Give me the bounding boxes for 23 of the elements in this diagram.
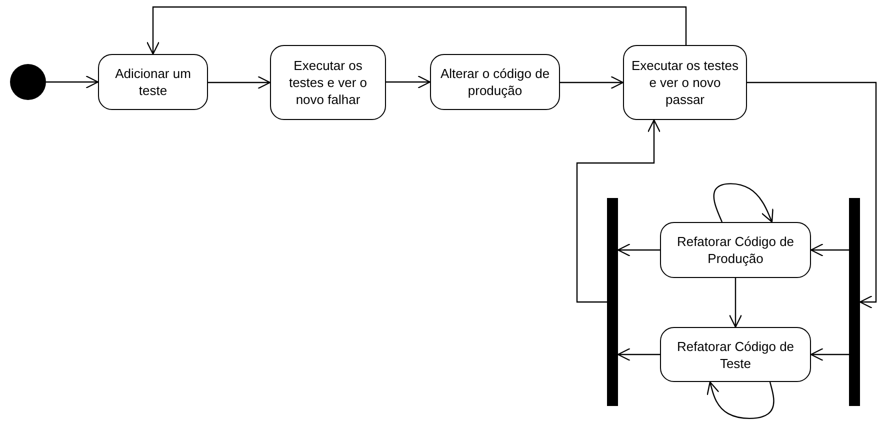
activity-box: Refatorar Código de Produção: [660, 222, 811, 278]
arrow: [810, 243, 849, 257]
arrow: [713, 183, 774, 223]
activity-box: Refatorar Código de Teste: [660, 327, 811, 382]
arrow: [576, 119, 661, 303]
arrow: [747, 82, 877, 309]
sync-bar: [607, 198, 618, 406]
activity-box: Alterar o código de produção: [430, 54, 560, 110]
arrow: [46, 75, 99, 89]
arrow: [208, 76, 271, 90]
arrow: [146, 6, 687, 55]
arrow: [386, 75, 431, 89]
initial-node: [10, 64, 46, 100]
arrow: [617, 243, 660, 257]
arrow: [810, 348, 849, 362]
sync-bar: [849, 198, 860, 406]
activity-box: Executar os testes e ver o novo falhar: [270, 45, 386, 120]
arrow: [728, 278, 742, 328]
activity-box: Executar os testes e ver o novo passar: [623, 45, 747, 120]
activity-box: Adicionar um teste: [98, 54, 208, 110]
arrow: [560, 76, 624, 90]
arrow: [706, 381, 774, 419]
arrow: [617, 348, 660, 362]
